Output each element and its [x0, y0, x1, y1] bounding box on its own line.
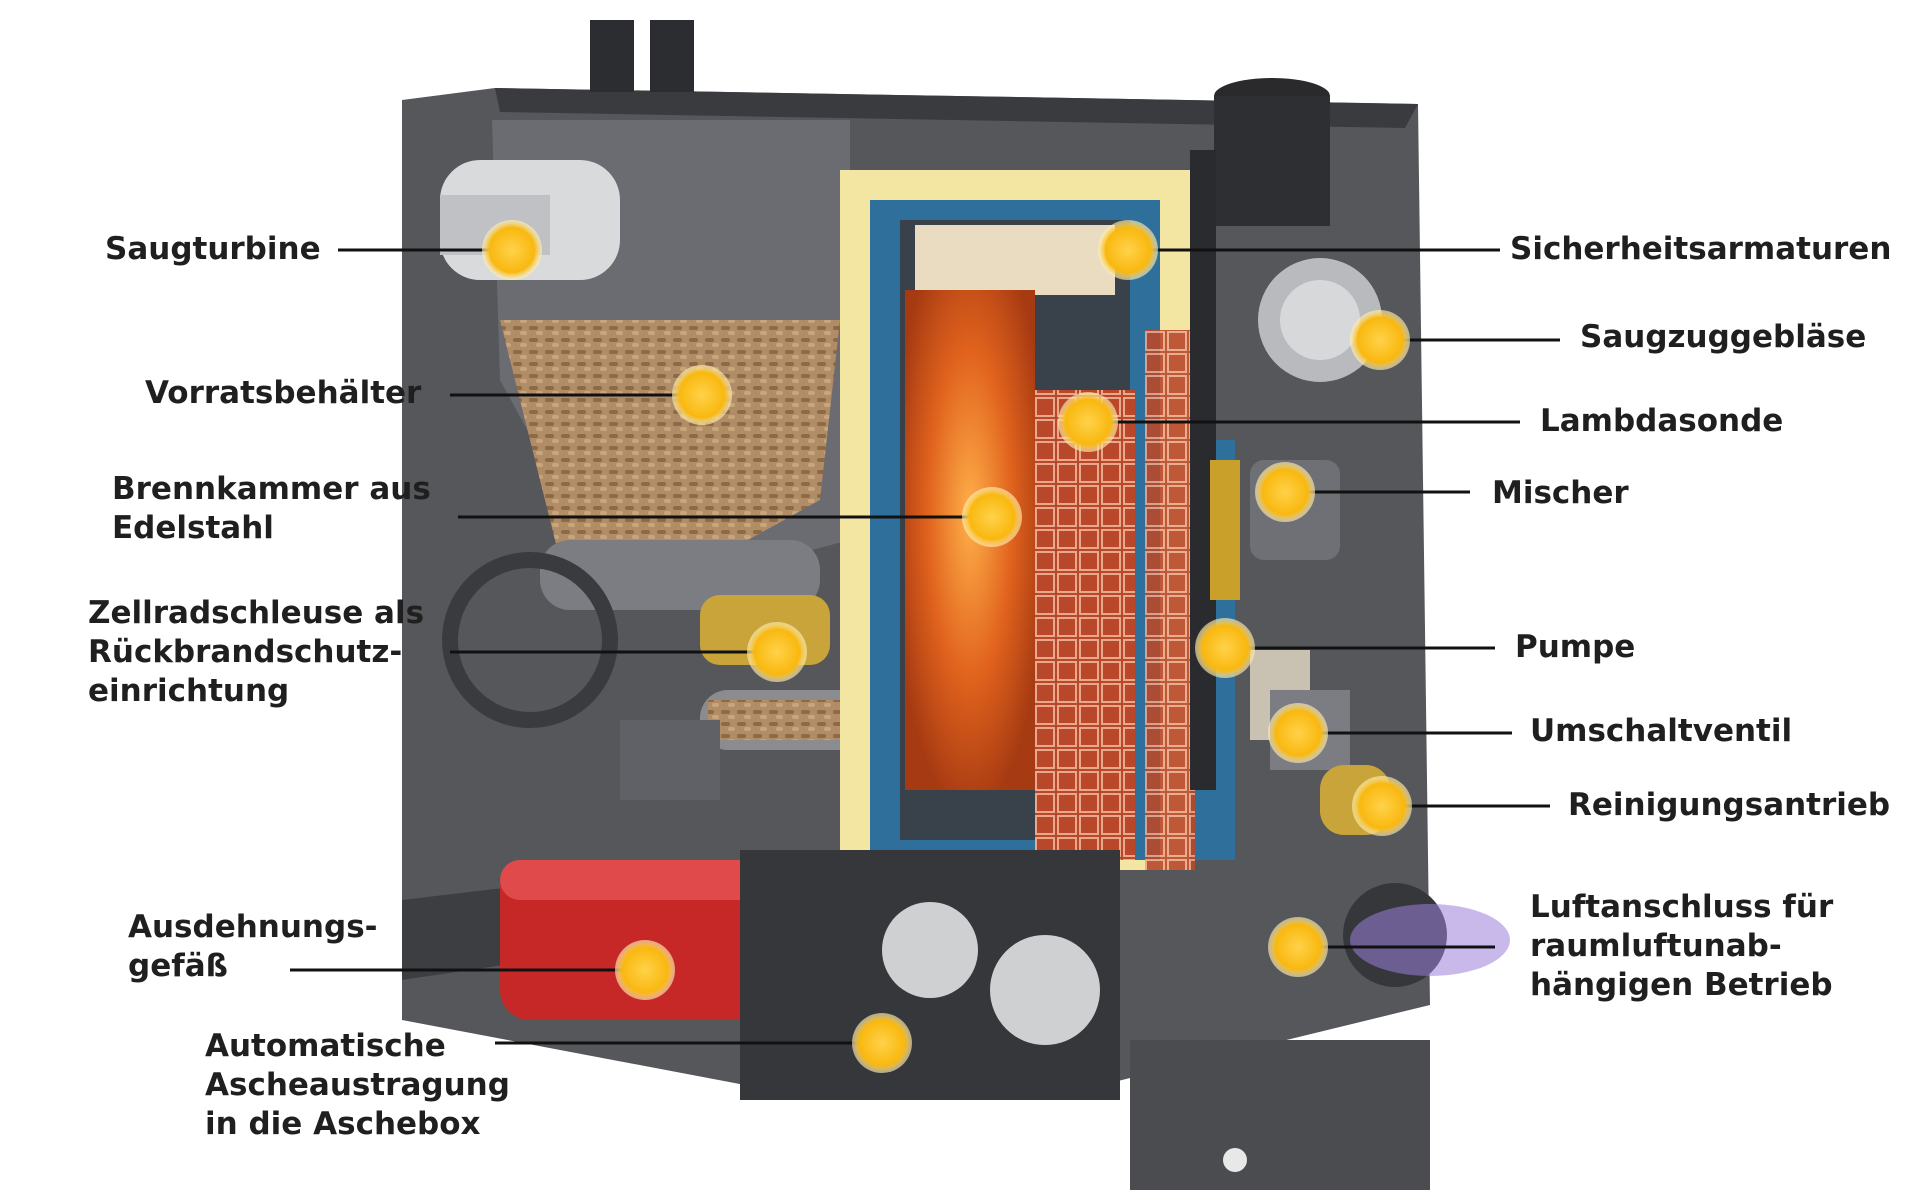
marker-lambdasonde	[1058, 392, 1118, 452]
label-line: Sicherheitsarmaturen	[1510, 231, 1892, 267]
marker-luftanschluss	[1268, 917, 1328, 977]
marker-sicherheitsarmaturen	[1098, 220, 1158, 280]
label-line: Zellradschleuse als	[88, 595, 425, 631]
flue-pipe-left	[590, 20, 634, 92]
label-line: Automatische	[205, 1028, 446, 1064]
label-ausdehnungsgefaess: Ausdehnungs- gefäß	[128, 908, 378, 986]
air-connection-glow	[1350, 904, 1510, 976]
callout-markers	[482, 220, 1412, 1073]
flue-pipe-right	[650, 20, 694, 92]
label-reinigungsantrieb: Reinigungsantrieb	[1568, 786, 1890, 825]
label-line: Vorratsbehälter	[145, 375, 422, 411]
label-saugzuggeblaese: Saugzuggebläse	[1580, 318, 1866, 357]
label-line: Brennkammer aus	[112, 471, 431, 507]
combustion-chamber-flame	[905, 290, 1035, 790]
label-line: Saugzuggebläse	[1580, 319, 1867, 355]
label-umschaltventil: Umschaltventil	[1530, 712, 1792, 751]
label-line: hängigen Betrieb	[1530, 967, 1833, 1003]
leader-lines	[290, 248, 1560, 1045]
label-brennkammer: Brennkammer aus Edelstahl	[112, 470, 431, 548]
label-sicherheitsarmaturen: Sicherheitsarmaturen	[1510, 230, 1891, 269]
label-line: Umschaltventil	[1530, 713, 1793, 749]
hydraulics	[1210, 258, 1510, 987]
label-line: Pumpe	[1515, 629, 1636, 665]
label-mischer: Mischer	[1492, 474, 1629, 513]
marker-brennkammer	[962, 487, 1022, 547]
label-line: Lambdasonde	[1540, 403, 1784, 439]
marker-mischer	[1255, 462, 1315, 522]
label-vorratsbehaelter: Vorratsbehälter	[145, 374, 421, 413]
marker-vorratsbehaelter	[672, 365, 732, 425]
label-line: Mischer	[1492, 475, 1629, 511]
label-line: Ascheaustragung	[205, 1067, 510, 1103]
label-line: Reinigungsantrieb	[1568, 787, 1891, 823]
label-line: raumluftunab-	[1530, 928, 1782, 964]
marker-reinigungsantrieb	[1352, 776, 1412, 836]
label-line: Luftanschluss für	[1530, 889, 1834, 925]
label-line: gefäß	[128, 948, 228, 984]
label-line: einrichtung	[88, 673, 290, 709]
label-luftanschluss: Luftanschluss für raumluftunab- hängigen…	[1530, 888, 1833, 1005]
label-ascheaustragung: Automatische Ascheaustragung in die Asch…	[205, 1027, 510, 1144]
marker-saugzuggeblaese	[1350, 310, 1410, 370]
label-pumpe: Pumpe	[1515, 628, 1635, 667]
label-zellradschleuse: Zellradschleuse als Rückbrandschutz- ein…	[88, 594, 424, 711]
label-lambdasonde: Lambdasonde	[1540, 402, 1783, 441]
heat-exchanger	[1035, 390, 1135, 860]
label-saugturbine: Saugturbine	[105, 230, 321, 269]
marker-ascheaustragung	[852, 1013, 912, 1073]
marker-umschaltventil	[1268, 703, 1328, 763]
label-line: in die Aschebox	[205, 1106, 481, 1142]
label-line: Saugturbine	[105, 231, 321, 267]
marker-ausdehnungsgefaess	[615, 940, 675, 1000]
label-line: Edelstahl	[112, 510, 274, 546]
label-line: Ausdehnungs-	[128, 909, 378, 945]
combustion-column	[840, 150, 1235, 870]
marker-saugturbine	[482, 220, 542, 280]
marker-pumpe	[1195, 618, 1255, 678]
pellet-hopper	[440, 120, 850, 600]
label-line: Rückbrandschutz-	[88, 634, 403, 670]
base-and-ash-system	[402, 850, 1430, 1190]
marker-zellradschleuse	[747, 622, 807, 682]
